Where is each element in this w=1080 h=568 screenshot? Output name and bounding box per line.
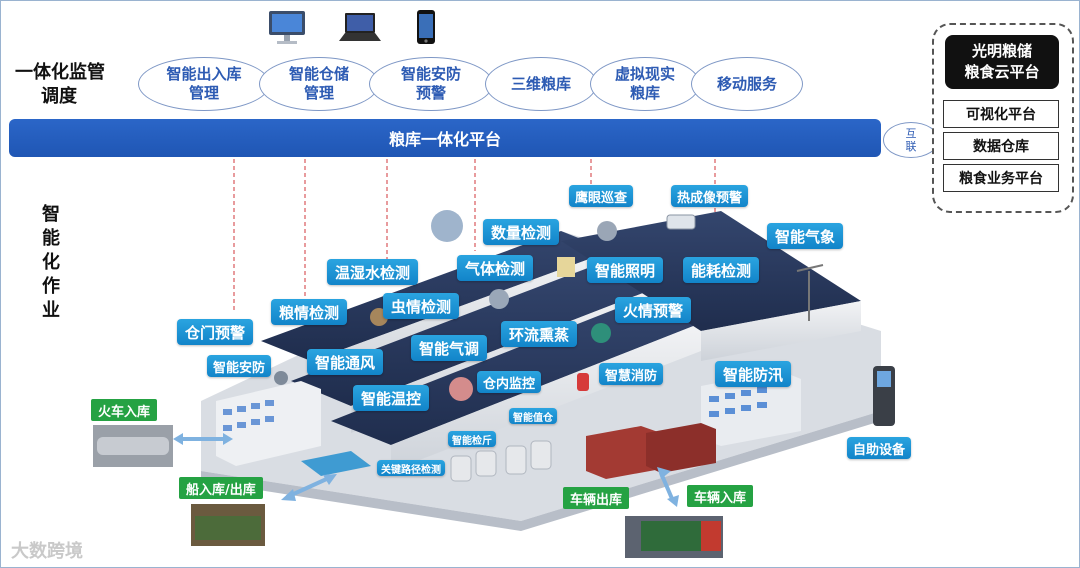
tag-eagle-eye-patrol[interactable]: 鹰眼巡查 [569,185,633,207]
tag-thermal-warning[interactable]: 热成像预警 [671,185,748,207]
tag-door-warning[interactable]: 仓门预警 [177,319,253,345]
tag-smart-weighing[interactable]: 智能检斤 [448,431,496,447]
tag-pest-detection[interactable]: 虫情检测 [383,293,459,319]
label-vehicle-outbound: 车辆出库 [563,487,629,509]
tag-self-service-device[interactable]: 自助设备 [847,437,911,459]
tag-circulation-fumigation[interactable]: 环流熏蒸 [501,321,577,347]
tag-smart-flood-control[interactable]: 智能防汛 [715,361,791,387]
tag-smart-atmosphere-control[interactable]: 智能气调 [411,335,487,361]
tag-smart-security[interactable]: 智能安防 [207,355,271,377]
tag-fire-warning[interactable]: 火情预警 [615,297,691,323]
tag-smart-firefighting[interactable]: 智慧消防 [599,363,663,385]
watermark-logo: 大数跨境 [11,537,83,563]
tag-smart-on-duty[interactable]: 智能值仓 [509,408,557,424]
label-ship-inout: 船入库/出库 [179,477,263,499]
tag-key-path-detection[interactable]: 关键路径检测 [377,460,445,476]
tag-smart-weather[interactable]: 智能气象 [767,223,843,249]
tag-smart-lighting[interactable]: 智能照明 [587,257,663,283]
tag-quantity-detection[interactable]: 数量检测 [483,219,559,245]
tag-energy-detection[interactable]: 能耗检测 [683,257,759,283]
tag-grain-condition[interactable]: 粮情检测 [271,299,347,325]
tag-temp-humidity[interactable]: 温湿水检测 [327,259,418,285]
label-vehicle-inbound: 车辆入库 [687,485,753,507]
tag-in-warehouse-monitoring[interactable]: 仓内监控 [477,371,541,393]
tag-gas-detection[interactable]: 气体检测 [457,255,533,281]
tag-smart-ventilation[interactable]: 智能通风 [307,349,383,375]
label-train-inbound: 火车入库 [91,399,157,421]
tag-smart-temperature-control[interactable]: 智能温控 [353,385,429,411]
